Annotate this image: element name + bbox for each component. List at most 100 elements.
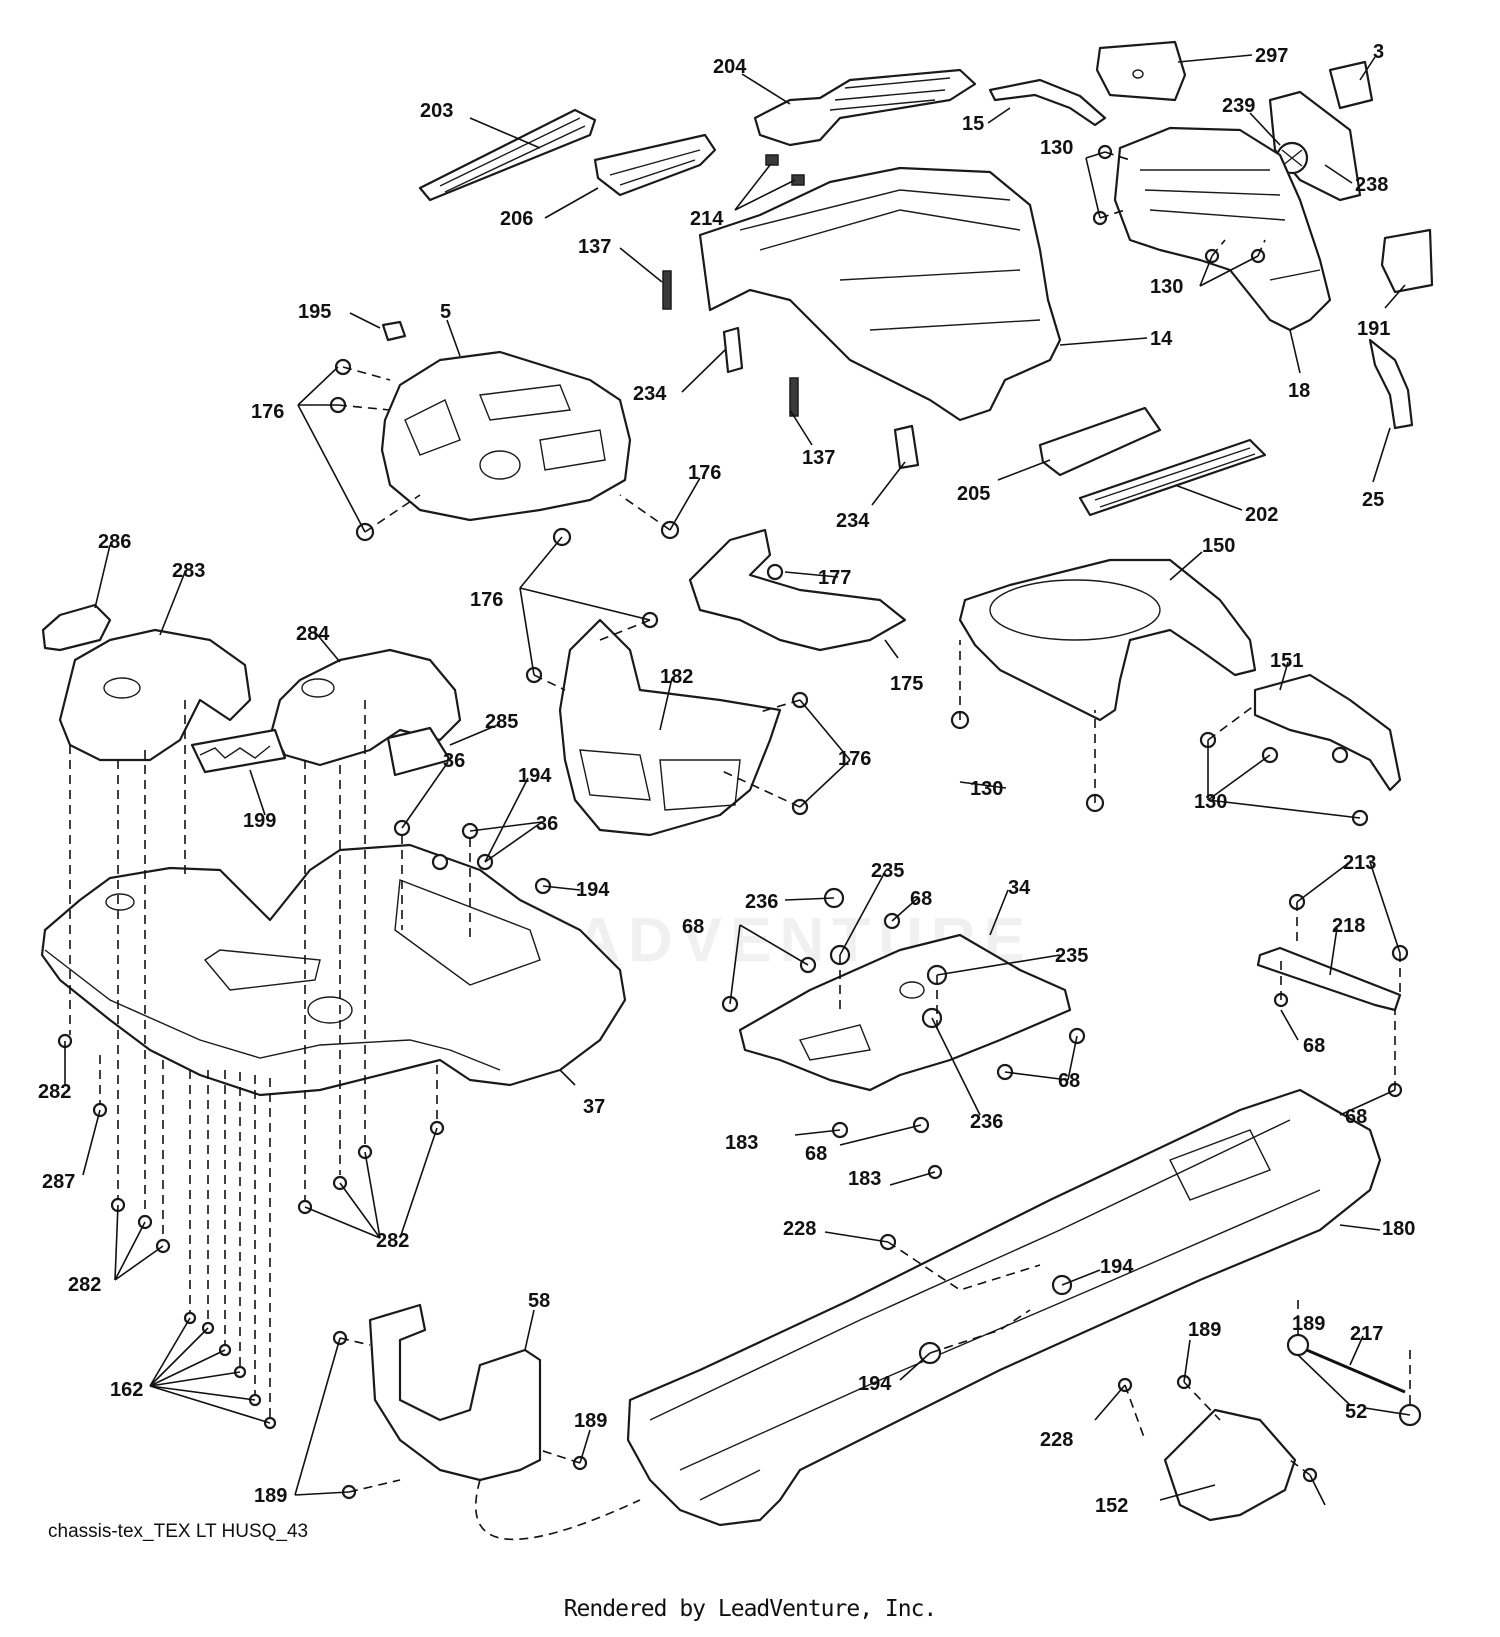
callout-label: 214	[690, 208, 724, 230]
callout-label: 199	[243, 810, 276, 832]
callout-label: 180	[1382, 1218, 1415, 1240]
callout-label: 228	[1040, 1429, 1073, 1451]
callout-label: 137	[578, 236, 611, 258]
callout-label: 130	[1150, 276, 1183, 298]
part-rubber-bumper	[789, 377, 799, 417]
callout-label: 205	[957, 483, 990, 505]
part-clip	[791, 174, 805, 186]
diagram-caption: chassis-tex_TEX LT HUSQ_43	[48, 1521, 309, 1542]
alignment-lines	[69, 151, 1411, 1541]
callout-label: 151	[1270, 650, 1303, 672]
callout-label: 189	[254, 1485, 287, 1507]
callout-label: 286	[98, 531, 131, 553]
part-heat-shield	[1163, 1408, 1297, 1522]
callout-label: 130	[970, 778, 1003, 800]
part-steering-plate	[738, 933, 1072, 1092]
part-rubber-bumper	[662, 270, 672, 310]
callout-label: 25	[1362, 489, 1384, 511]
part-front-grille-assembly	[1113, 126, 1332, 332]
callout-label: 68	[910, 888, 932, 910]
part-hood	[698, 166, 1062, 422]
callout-label: 68	[805, 1143, 827, 1165]
part-trim-strip	[988, 78, 1107, 127]
part-air-shroud	[958, 558, 1257, 722]
callout-label: 239	[1222, 95, 1255, 117]
callout-label: 68	[1345, 1106, 1367, 1128]
part-side-bracket	[368, 1303, 542, 1482]
callout-label: 176	[688, 462, 721, 484]
callout-label: 130	[1040, 137, 1073, 159]
part-hinge-pad	[893, 424, 920, 470]
callout-label: 68	[1303, 1035, 1325, 1057]
callout-label: 5	[440, 301, 451, 323]
callout-label: 52	[1345, 1401, 1367, 1423]
part-label	[381, 320, 407, 342]
callout-label: 236	[745, 891, 778, 913]
callout-label: 36	[443, 750, 465, 772]
part-body-panel	[40, 843, 627, 1097]
callout-label: 189	[574, 1410, 607, 1432]
callout-label: 238	[1355, 174, 1388, 196]
part-lower-dash	[558, 618, 782, 837]
callout-label: 34	[1008, 877, 1031, 899]
callout-label: 287	[42, 1171, 75, 1193]
callout-label: 217	[1350, 1323, 1383, 1345]
callout-label: 137	[802, 447, 835, 469]
callout-label: 191	[1357, 318, 1390, 340]
callout-label: 36	[536, 813, 558, 835]
callout-label: 282	[68, 1274, 101, 1296]
callout-label: 176	[251, 401, 284, 423]
part-support-bracket	[688, 528, 907, 652]
callout-label: 37	[583, 1096, 605, 1118]
callout-label: 150	[1202, 535, 1235, 557]
part-emblem	[1328, 60, 1374, 110]
callout-label: 194	[576, 879, 610, 901]
callout-label: 182	[660, 666, 693, 688]
part-fender-cover-left	[58, 628, 252, 762]
callout-label: 194	[1100, 1256, 1134, 1278]
callout-label: 202	[1245, 504, 1278, 526]
callout-label: 194	[858, 1373, 892, 1395]
callout-label: 236	[970, 1111, 1003, 1133]
callout-label: 282	[376, 1230, 409, 1252]
callout-label: 234	[836, 510, 870, 532]
part-tie-rod	[1294, 1343, 1406, 1394]
callout-label: 285	[485, 711, 518, 733]
callout-label: 68	[682, 916, 704, 938]
part-vent-duct	[593, 133, 717, 197]
part-fender-cap	[41, 603, 112, 652]
callout-label: 206	[500, 208, 533, 230]
callout-label: 152	[1095, 1495, 1128, 1517]
callout-label: 283	[172, 560, 205, 582]
callout-label: 194	[518, 765, 552, 787]
callout-label: 15	[962, 113, 984, 135]
callout-label: 213	[1343, 852, 1376, 874]
callout-label: 183	[725, 1132, 758, 1154]
callout-label: 297	[1255, 45, 1288, 67]
callout-label: 189	[1188, 1319, 1221, 1341]
callout-label: 14	[1150, 328, 1173, 350]
callout-label: 176	[470, 589, 503, 611]
part-top-vent-cover	[753, 68, 977, 147]
callout-label: 176	[838, 748, 871, 770]
callout-label: 235	[1055, 945, 1088, 967]
part-decal-plate	[190, 728, 287, 774]
callout-label: 235	[871, 860, 904, 882]
callout-label: 183	[848, 1168, 881, 1190]
leader-lines	[64, 54, 1411, 1506]
callout-label: 162	[110, 1379, 143, 1401]
callout-label: 18	[1288, 380, 1310, 402]
callout-label: 189	[1292, 1313, 1325, 1335]
callout-label: 58	[528, 1290, 550, 1312]
render-credit: Rendered by LeadVenture, Inc.	[563, 1596, 938, 1622]
part-mount-bracket	[1253, 673, 1402, 792]
callout-label: 3	[1373, 41, 1384, 63]
callout-label: 228	[783, 1218, 816, 1240]
part-drawings	[40, 40, 1434, 1527]
callout-label: 284	[296, 623, 330, 645]
callout-label: 234	[633, 383, 667, 405]
callout-label: 195	[298, 301, 331, 323]
fasteners	[57, 144, 1409, 1500]
callout-label: 282	[38, 1081, 71, 1103]
